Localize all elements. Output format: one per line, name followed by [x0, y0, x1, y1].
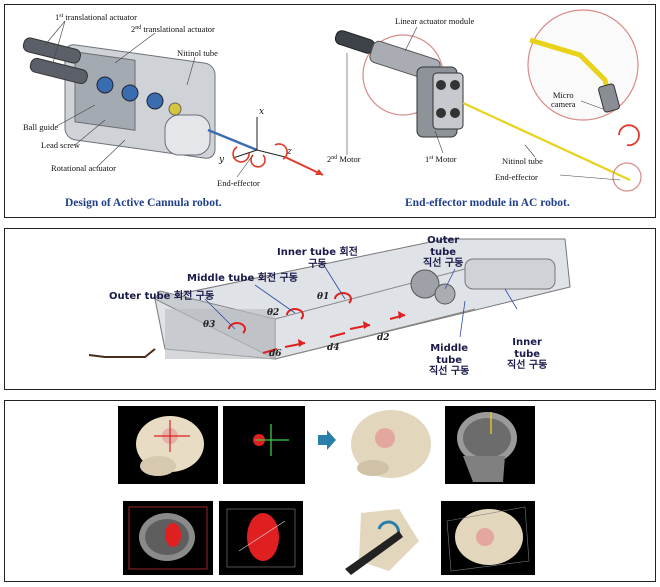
coordinate-axes: [232, 117, 324, 176]
rotation-arrows: [228, 292, 406, 354]
robot-design-drawing: [22, 9, 642, 192]
label-rotational-actuator: Rotational actuator: [51, 163, 116, 173]
symbol-d4: d4: [327, 343, 340, 353]
label-1st-translational-actuator: 1st translational actuator: [55, 12, 137, 22]
label-middle-tube-linear: Middle tube 직선 구동: [429, 343, 470, 377]
skull-cannula-path-image: [339, 501, 435, 575]
symbol-d6: d6: [269, 349, 282, 359]
panel-tube-actuation: Inner tube 회전 구동 Middle tube 회전 구동 Outer…: [4, 228, 656, 390]
label-nitinol-tube-right: Nitinol tube: [502, 156, 543, 166]
label-outer-tube-linear: Outer tube 직선 구동: [423, 235, 464, 269]
axis-y-label: y: [219, 155, 225, 165]
tumor-3d-volume-image: [219, 501, 303, 575]
leader-lines-left: [44, 20, 254, 178]
skull-tumor-image: [343, 406, 439, 484]
label-2nd-motor: 2nd Motor: [327, 154, 361, 164]
robot-housing: [88, 238, 571, 360]
label-1st-motor: 1st Motor: [425, 154, 457, 164]
axis-z-label: z: [287, 147, 292, 157]
panel-image-navigation: [4, 400, 656, 582]
symbol-theta3: θ3: [203, 320, 216, 330]
label-leaders: [204, 266, 518, 338]
end-effector-module-drawing: [334, 9, 642, 192]
symbol-theta1: θ1: [317, 292, 330, 302]
skull-target-image: [118, 406, 218, 484]
active-cannula-robot-body: [22, 37, 258, 159]
sagittal-ct-image: [445, 406, 535, 484]
label-end-effector-right: End-effector: [495, 172, 538, 182]
symbol-theta2: θ2: [267, 308, 280, 318]
label-end-effector-left: End-effector: [217, 178, 260, 188]
leader-lines-right: [346, 26, 621, 181]
registration-marker-image: [223, 406, 305, 484]
tube-actuation-drawing: [88, 238, 571, 360]
label-nitinol-tube-left: Nitinol tube: [177, 48, 218, 58]
label-outer-tube-rotation: Outer tube 회전 구동: [109, 291, 215, 302]
caption-end-effector-module: End-effector module in AC robot.: [405, 197, 570, 209]
panel-robot-design: 1st translational actuator 2nd translati…: [4, 4, 656, 218]
skull-tumor-plane-image: [441, 501, 535, 575]
label-inner-tube-linear: Inner tube 직선 구동: [507, 337, 548, 371]
label-lead-screw: Lead screw: [41, 140, 80, 150]
symbol-d2: d2: [377, 333, 390, 343]
caption-design: Design of Active Cannula robot.: [65, 197, 222, 209]
right-arrow-icon: [318, 430, 336, 450]
axis-x-label: x: [259, 107, 265, 117]
label-inner-tube-rotation: Inner tube 회전 구동: [277, 247, 358, 270]
label-micro-camera: Micro camera: [551, 90, 576, 110]
label-2nd-translational-actuator: 2nd translational actuator: [131, 24, 215, 34]
label-middle-tube-rotation: Middle tube 회전 구동: [187, 273, 298, 284]
label-ball-guide: Ball guide: [23, 122, 59, 132]
sagittal-tumor-image: [123, 501, 213, 575]
label-linear-actuator-module: Linear actuator module: [395, 16, 475, 26]
